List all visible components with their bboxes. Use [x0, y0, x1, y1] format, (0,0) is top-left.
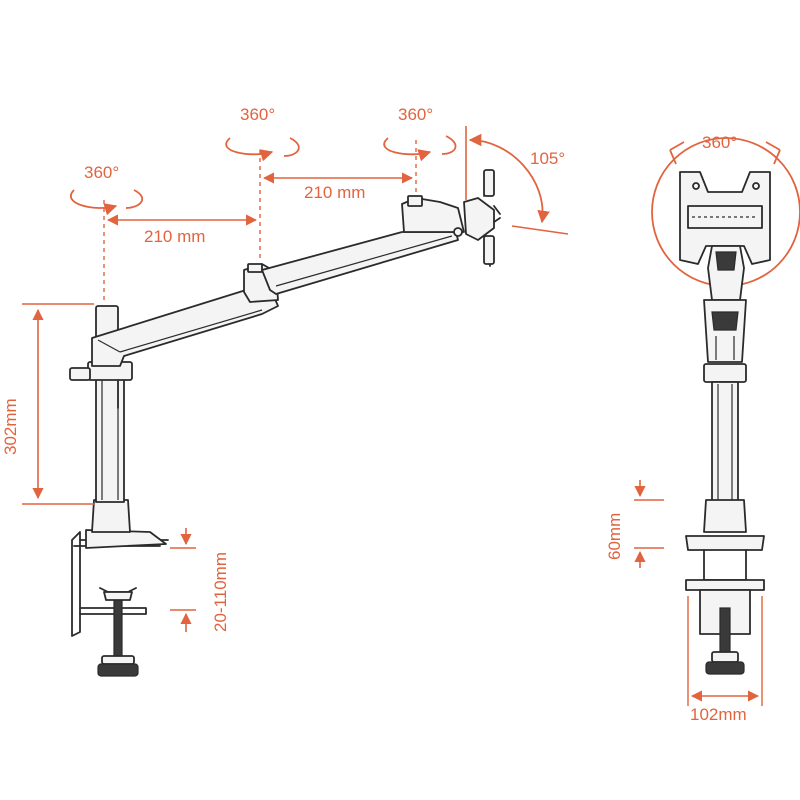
front-view — [634, 137, 800, 706]
pole-collar-front — [703, 363, 747, 383]
side-view-dimensions — [22, 126, 569, 632]
label-arm-span-2: 210 mm — [304, 183, 365, 202]
vesa-bracket — [463, 169, 501, 267]
arm-front — [703, 299, 747, 363]
arm-segment-2 — [261, 231, 459, 295]
pole-base-collar — [91, 499, 131, 533]
vesa-plate — [679, 171, 771, 265]
label-rotation-pole: 360° — [84, 163, 119, 182]
head-joint — [401, 195, 465, 237]
label-clamp-width: 102mm — [690, 705, 747, 724]
label-rotation-head: 360° — [398, 105, 433, 124]
label-arm-span-1: 210 mm — [144, 227, 205, 246]
pole-front — [711, 381, 739, 503]
label-tilt: 105° — [530, 149, 565, 168]
desk-clamp — [71, 529, 169, 677]
head-joint-front — [707, 245, 745, 301]
label-rotation-elbow: 360° — [240, 105, 275, 124]
side-view — [22, 126, 569, 677]
label-base-height: 60mm — [605, 513, 624, 560]
label-pole-height: 302mm — [1, 398, 20, 455]
label-rotation-side: 360° — [702, 133, 737, 152]
base-front — [685, 499, 765, 675]
label-clamp-range: 20-110mm — [211, 552, 230, 632]
dimension-labels: 360° 360° 360° 105° 360° 210 mm 210 mm 3… — [1, 105, 747, 724]
front-view-dimensions — [634, 480, 763, 706]
pole — [95, 367, 125, 503]
